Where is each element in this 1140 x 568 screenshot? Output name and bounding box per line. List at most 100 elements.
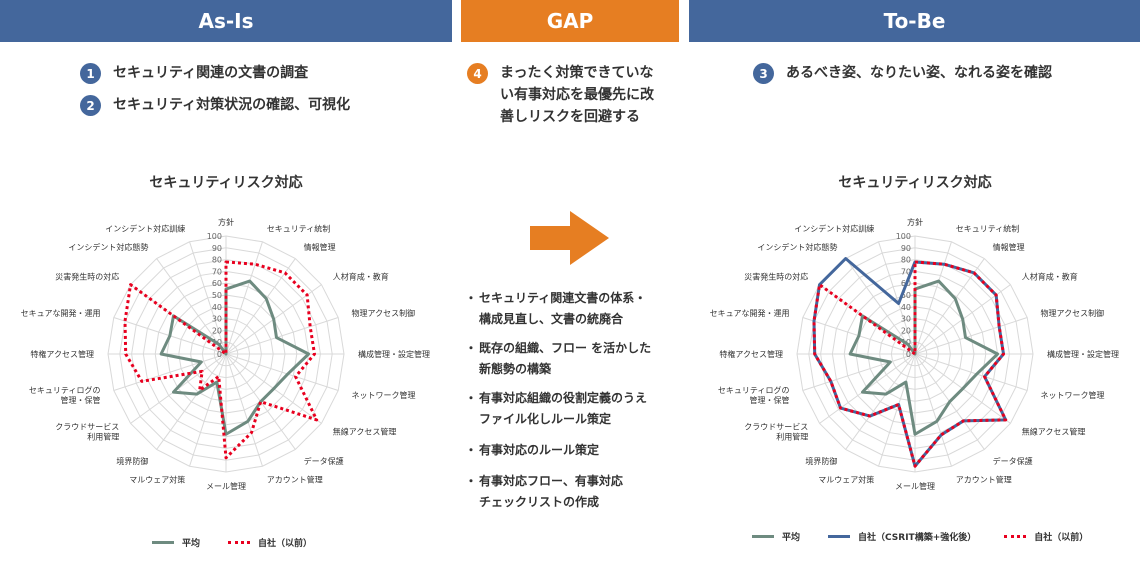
tobe-item-text: あるべき姿、なりたい姿、なれる姿を確認 [786,65,1052,81]
radar-tick-label: 0 [906,350,911,359]
legend-item-self-before: 自社（以前） [228,536,312,549]
radar-tick-label: 0 [217,350,222,359]
bullet-item: ・ 有事対応組織の役割定義のうえ ファイル化しルール策定 [465,388,685,430]
radar-category-label: インシデント対応訓練 [105,223,185,233]
radar-category-label: メール管理 [895,481,935,491]
radar-spoke [113,353,227,391]
radar-category-label: セキュアな開発・運用 [21,309,101,318]
radar-category-label: 無線アクセス管理 [333,427,397,437]
bullet-line: ファイル化しルール策定 [479,412,612,426]
radar-category-label: 物理アクセス制御 [352,308,416,318]
legend-item-average: 平均 [152,536,200,549]
radar-spoke [189,241,227,355]
radar-category-label: クラウドサービス [744,423,808,432]
radar-category-label: 特権アクセス管理 [719,349,783,359]
legend-swatch [228,541,251,544]
radar-tick-label: 80 [212,256,222,265]
asis-item-1: 1 セキュリティ関連の文書の調査 [80,62,308,84]
radar-category-label: インシデント対応訓練 [794,223,874,233]
bullet-item: ・ 有事対応のルール策定 [465,440,685,461]
radar-spoke [189,353,227,467]
asis-item-text: セキュリティ対策状況の確認、可視化 [113,97,351,113]
legend-asis: 平均 自社（以前） [152,536,340,549]
tobe-item: 3 あるべき姿、なりたい姿、なれる姿を確認 [753,62,1052,84]
radar-category-label: セキュリティ統制 [267,223,331,233]
radar-tick-label: 100 [896,232,911,241]
legend-swatch [752,535,774,538]
radar-category-label: 方針 [907,217,923,227]
number-badge: 1 [80,63,101,84]
radar-spoke [225,353,339,391]
radar-tick-label: 80 [901,256,911,265]
tobe-series-self-after [812,257,1008,468]
radar-tick-label: 70 [901,267,911,276]
radar-category-label: インシデント対応態勢 [757,242,837,252]
radar-category-label: 管理・保管 [60,395,100,405]
radar-category-label: 構成管理・設定管理 [358,349,430,359]
gap-item-line: い有事対応を最優先に改 [500,87,654,103]
radar-spoke [845,258,916,355]
radar-tick-label: 40 [212,303,222,312]
radar-tick-label: 60 [212,279,222,288]
bullet-dot: ・ [465,443,478,457]
asis-series-self-before [123,260,319,460]
bullet-line: チェックリストの作成 [479,495,600,509]
radar-category-label: 物理アクセス制御 [1041,308,1105,318]
header-to-be: To-Be [689,0,1140,42]
radar-category-label: クラウドサービス [55,423,119,432]
radar-category-label: 災害発生時の対応 [55,271,119,281]
radar-category-label: 利用管理 [776,432,808,442]
legend-label: 自社（CSRIT構築+強化後） [858,533,977,543]
gap-item-line: まったく対策できていな [500,65,654,81]
radar-spoke [156,353,227,450]
radar-category-label: マルウェア対策 [818,475,874,485]
radar-category-label: メール管理 [206,481,246,491]
radar-chart-asis: 0102030405060708090100方針セキュリティ統制情報管理人材育成… [21,217,430,491]
bullet-dot: ・ [465,291,478,305]
radar-category-label: インシデント対応態勢 [68,242,148,252]
bullet-line: 構成見直し、文書の統廃合 [479,312,624,326]
radar-spoke [225,241,263,355]
radar-category-label: 災害発生時の対応 [744,271,808,281]
radar-spoke [225,353,263,467]
radar-spoke [914,258,985,355]
radar-category-label: 人材育成・教育 [333,271,389,281]
radar-spoke [914,241,952,355]
radar-category-label: 情報管理 [304,242,336,252]
number-badge: 3 [753,63,774,84]
bullet-line: 有事対応フロー、有事対応 [479,474,623,488]
radar-spoke [914,353,1028,391]
radar-chart-tobe: 0102030405060708090100方針セキュリティ統制情報管理人材育成… [710,217,1119,491]
radar-category-label: 境界防御 [116,456,148,466]
bullet-line: 有事対応組織の役割定義のうえ [479,391,648,405]
radar-category-label: アカウント管理 [267,475,323,485]
radar-category-label: データ保護 [304,456,344,466]
chart-title-tobe: セキュリティリスク対応 [838,175,992,191]
number-badge: 2 [80,95,101,116]
legend-item-self-before: 自社（以前） [1004,530,1088,543]
radar-spoke [878,241,916,355]
radar-spoke [802,353,916,391]
radar-tick-label: 100 [207,232,222,241]
radar-spoke [914,353,952,467]
legend-item-average: 平均 [752,530,800,543]
tobe-series-self-before [812,260,1008,468]
bullet-line: セキュリティ関連文書の体系・ [479,291,647,305]
bullet-line: 既存の組織、フロー を活かした [479,341,652,355]
legend-tobe: 平均 自社（CSRIT構築+強化後） 自社（以前） [752,530,1116,543]
number-badge: 4 [467,63,488,84]
legend-item-self-after: 自社（CSRIT構築+強化後） [828,530,976,543]
radar-category-label: セキュリティ統制 [956,223,1020,233]
radar-category-label: 人材育成・教育 [1022,271,1078,281]
radar-category-label: 方針 [218,217,234,227]
gap-item: 4 まったく対策できていな い有事対応を最優先に改 善しリスクを回避する [467,62,654,128]
radar-category-label: 構成管理・設定管理 [1047,349,1119,359]
bullet-item: ・ セキュリティ関連文書の体系・ 構成見直し、文書の統廃合 [465,288,685,330]
radar-category-label: セキュアな開発・運用 [710,309,790,318]
legend-swatch [828,535,851,538]
bullet-item: ・ 既存の組織、フロー を活かした 新態勢の構築 [465,338,685,380]
radar-category-label: マルウェア対策 [129,475,185,485]
radar-tick-label: 90 [901,244,911,253]
radar-spoke [225,317,339,355]
radar-spoke [156,258,227,355]
